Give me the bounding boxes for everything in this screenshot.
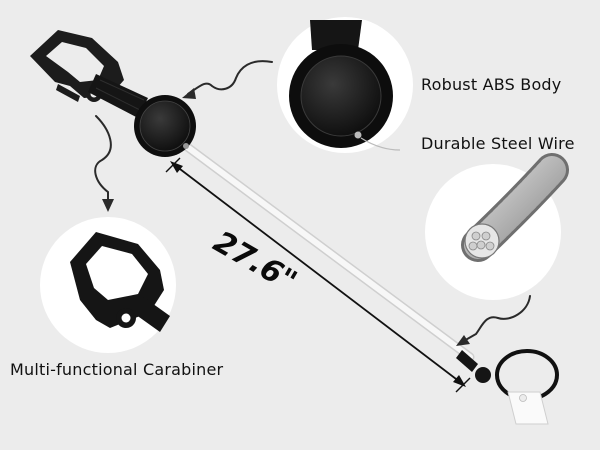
- carabiner-zoom: [40, 217, 176, 353]
- strap: [88, 74, 148, 118]
- steel-wire-label: Durable Steel Wire: [421, 134, 575, 153]
- abs-body-zoom: [277, 17, 413, 153]
- curved-arrow-icon: [94, 60, 531, 346]
- reel-icon: [134, 95, 196, 157]
- key-ring-icon: [456, 349, 559, 425]
- carabiner-label: Multi-functional Carabiner: [10, 360, 224, 379]
- retractable-wire: [181, 141, 475, 362]
- steel-wire-icon: [425, 153, 569, 300]
- dimension-arrow: [165, 157, 471, 393]
- abs-body-label: Robust ABS Body: [421, 75, 562, 94]
